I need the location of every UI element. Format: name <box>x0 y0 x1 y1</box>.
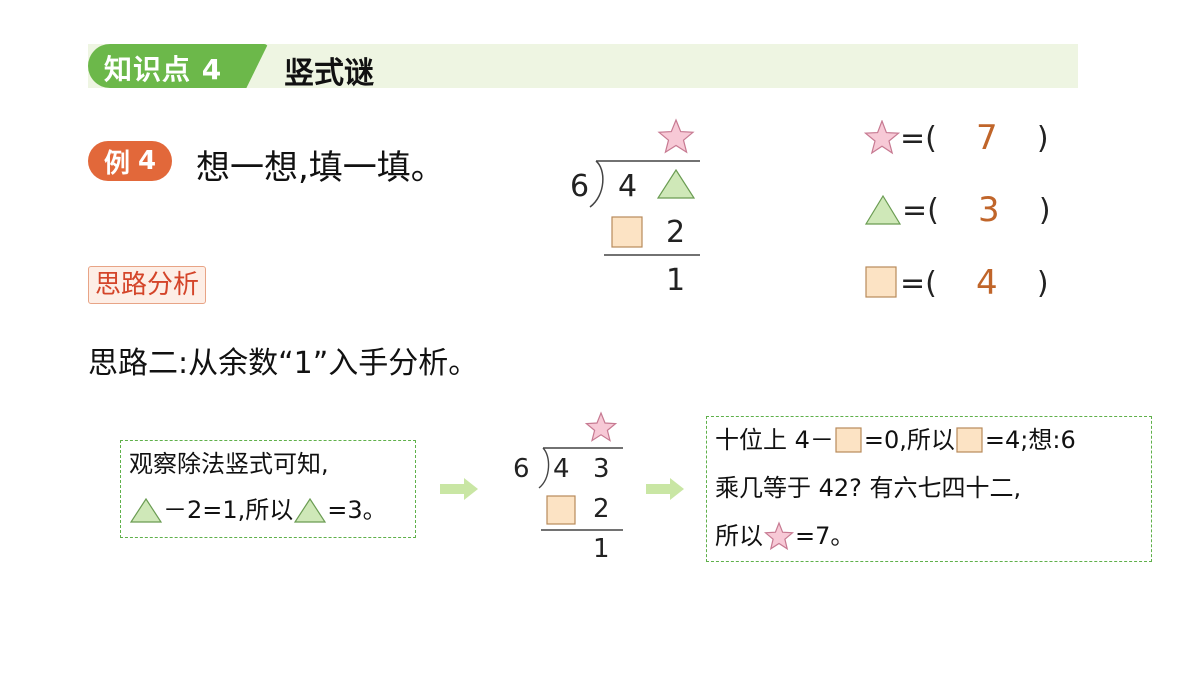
star-icon <box>763 521 795 551</box>
product-ones: 2 <box>666 215 686 250</box>
step3-line1-a: 十位上 4－ <box>715 426 834 454</box>
divisor: 6 <box>570 169 590 204</box>
step2-dividend-ones: 3 <box>593 454 610 484</box>
answer-open: =( <box>900 265 937 301</box>
analysis-tag: 思路分析 <box>88 266 207 304</box>
square-icon <box>835 427 862 453</box>
step3-line2: 乘几等于 42? 有六七四十二, <box>715 474 1022 502</box>
example-badge-word: 例 <box>103 148 130 179</box>
answer-close: ) <box>1036 120 1049 156</box>
knowledge-point-label: 知识点 4 <box>104 53 223 86</box>
square-icon <box>956 427 983 453</box>
step1-line2-b: =3。 <box>327 496 387 524</box>
answer-star-row: =( 7 ) <box>864 118 1049 158</box>
remainder: 1 <box>666 263 686 298</box>
step2-remainder: 1 <box>593 534 610 564</box>
step2-division-lines <box>538 411 623 531</box>
step3-line1-b: =0,所以 <box>863 426 955 454</box>
answer-close: ) <box>1036 265 1049 301</box>
step1-line2: －2=1,所以 =3。 <box>129 487 387 533</box>
square-icon <box>865 266 897 298</box>
square-icon <box>611 216 643 248</box>
example-badge-number: 4 <box>137 146 157 176</box>
answer-square-value[interactable]: 4 <box>976 263 998 303</box>
problem-division: 6 4 2 1 <box>560 115 710 300</box>
step3-line1: 十位上 4－ =0,所以 =4;想:6 <box>715 417 1076 463</box>
section-title: 竖式谜 <box>284 56 374 91</box>
step2-divisor: 6 <box>513 454 530 484</box>
triangle-icon <box>129 497 163 523</box>
example-badge: 例 4 <box>88 141 172 181</box>
answer-open: =( <box>900 120 937 156</box>
step2-division: 6 4 3 2 1 <box>505 410 635 570</box>
step3-line3-b: =7。 <box>795 522 855 550</box>
star-icon <box>657 118 695 154</box>
triangle-icon <box>294 497 327 523</box>
star-icon <box>584 411 618 442</box>
step3-line3-a: 所以 <box>715 522 763 550</box>
answer-star-value[interactable]: 7 <box>976 118 998 158</box>
step2-dividend-tens: 4 <box>553 454 570 484</box>
triangle-icon <box>864 194 902 225</box>
step2-product-ones: 2 <box>593 494 610 524</box>
problem-division-lines <box>589 118 700 256</box>
answer-close: ) <box>1038 192 1051 228</box>
knowledge-point-tab <box>88 44 268 88</box>
triangle-icon <box>656 168 696 199</box>
dividend-tens: 4 <box>618 169 638 204</box>
answer-triangle-row: =( 3 ) <box>864 190 1051 230</box>
star-icon <box>864 120 900 155</box>
answer-open: =( <box>902 192 939 228</box>
example-instruction: 想一想,填一填。 <box>196 148 445 188</box>
step3-box: 十位上 4－ =0,所以 =4;想:6 乘几等于 42? 有六七四十二, 所以 … <box>706 416 1152 562</box>
step1-line2-a: －2=1,所以 <box>163 496 294 524</box>
answer-square-row: =( 4 ) <box>864 263 1049 303</box>
step1-box: 观察除法竖式可知, －2=1,所以 =3。 <box>120 440 416 538</box>
square-icon <box>546 495 576 525</box>
arrow-right-icon <box>440 478 478 500</box>
answer-triangle-value[interactable]: 3 <box>978 190 1000 230</box>
step3-line1-c: =4;想:6 <box>984 426 1076 454</box>
step1-line1: 观察除法竖式可知, <box>129 450 329 478</box>
step3-line3: 所以 =7。 <box>715 513 854 559</box>
method-two-text: 思路二:从余数“1”入手分析。 <box>88 346 479 381</box>
arrow-right-icon <box>646 478 684 500</box>
